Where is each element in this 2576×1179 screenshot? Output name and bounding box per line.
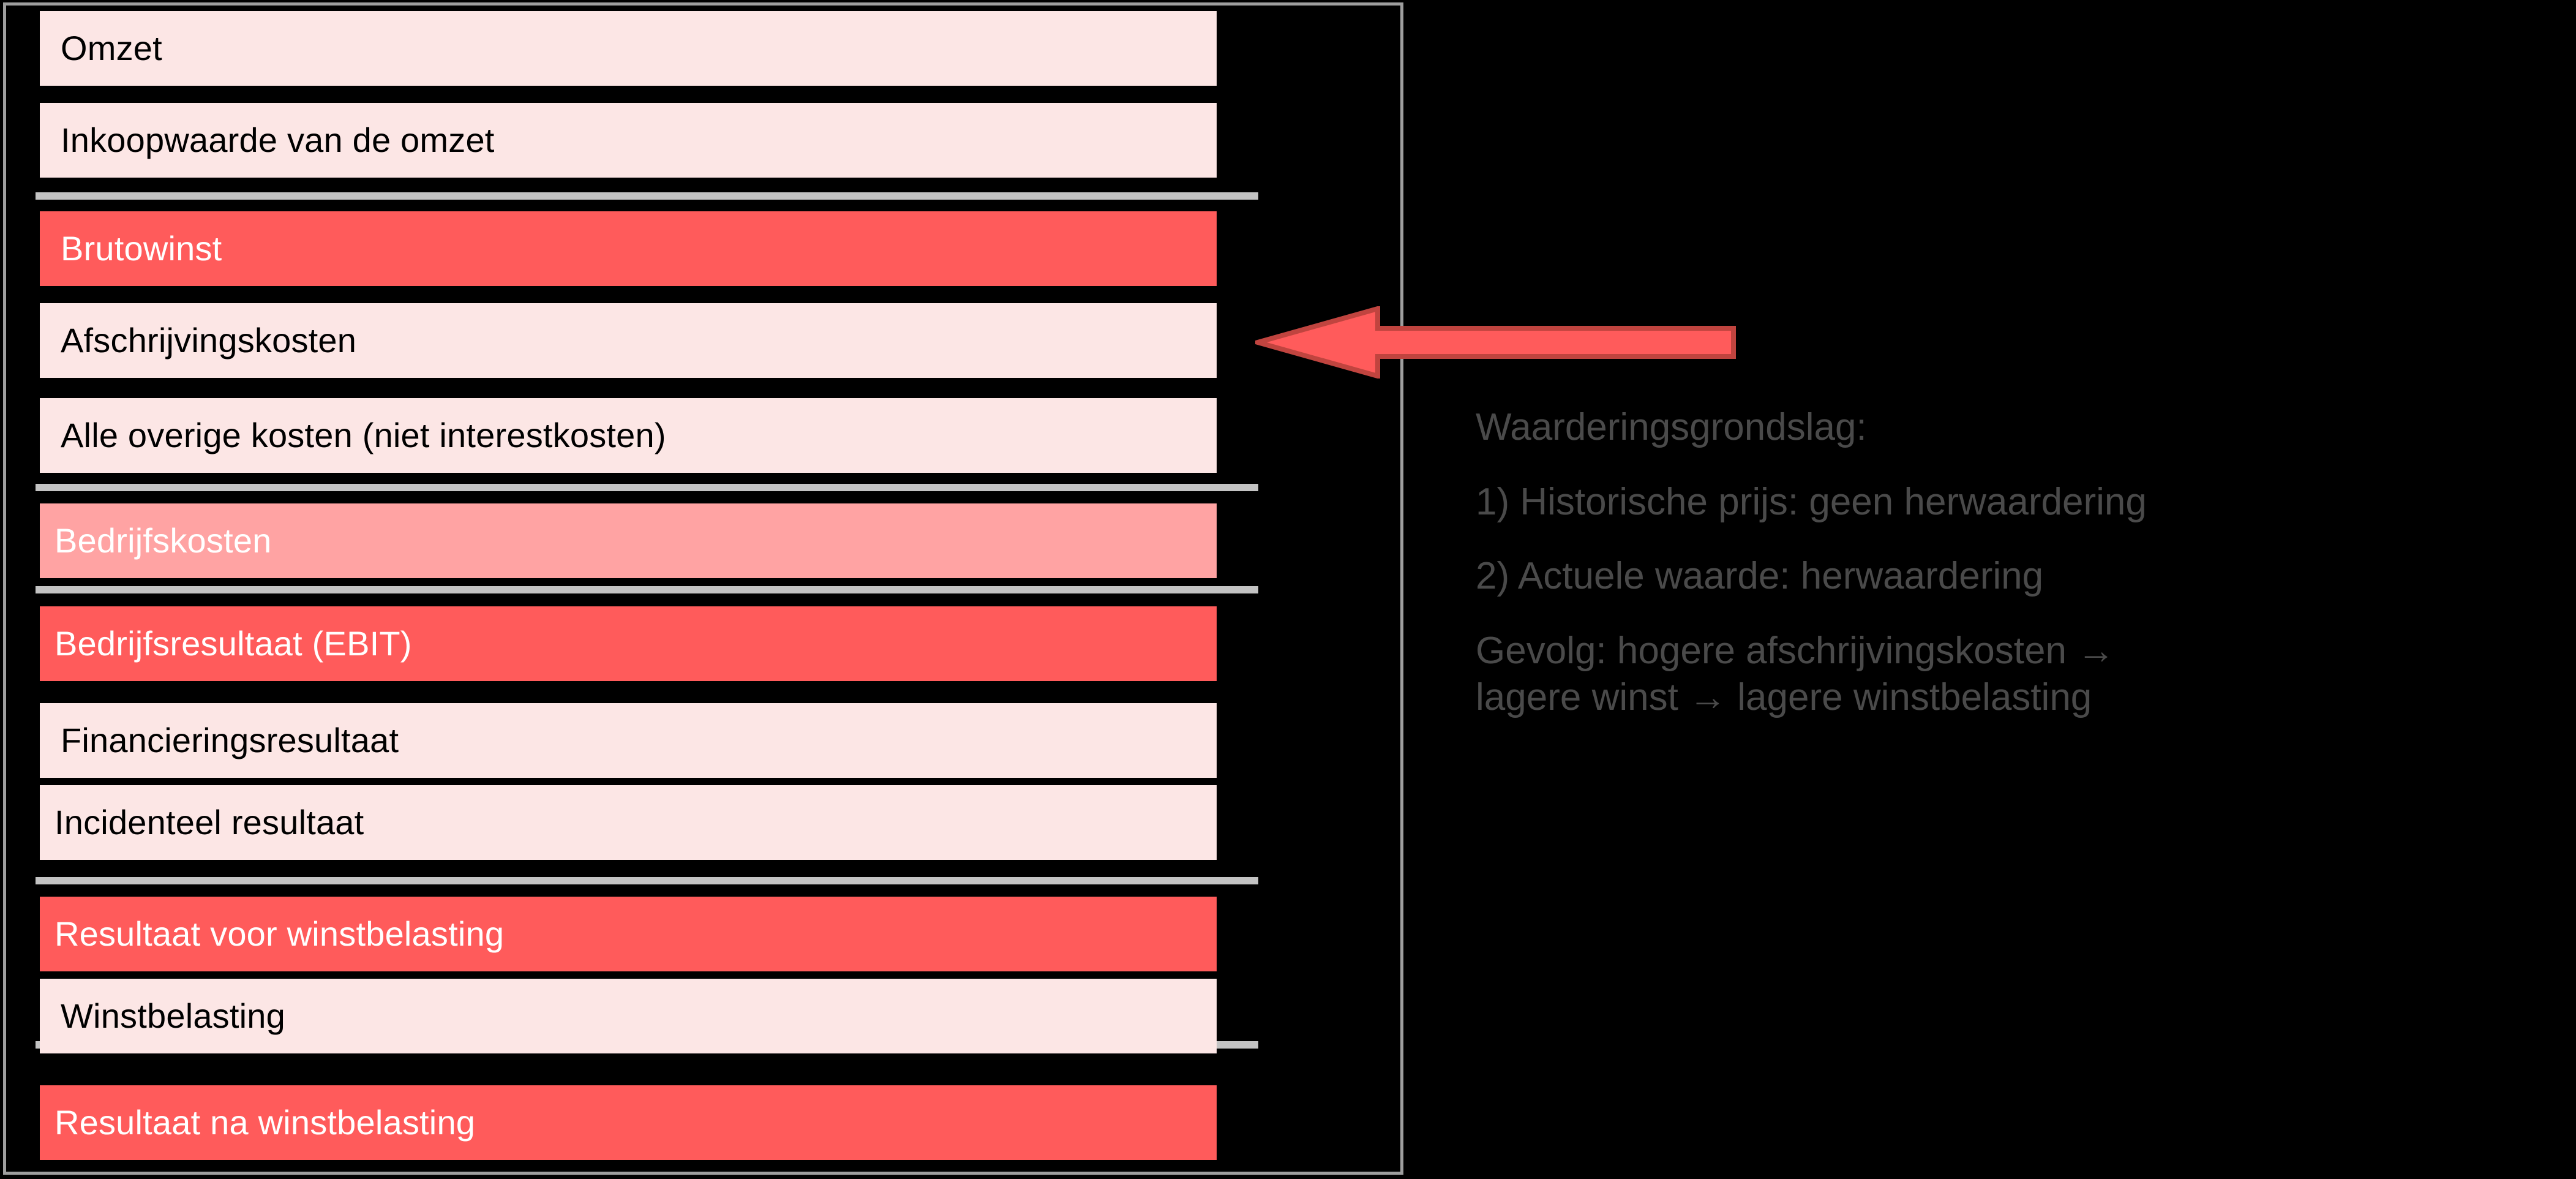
statement-row: Omzet xyxy=(40,11,1217,86)
statement-row: Bedrijfsresultaat (EBIT) xyxy=(40,606,1217,681)
statement-row: Financieringsresultaat xyxy=(40,703,1217,778)
statement-row-label: Incidenteel resultaat xyxy=(54,802,364,842)
subtotal-rule xyxy=(36,877,1258,884)
statement-row-label: Winstbelasting xyxy=(61,996,285,1035)
statement-row-label: Bedrijfskosten xyxy=(54,521,272,560)
statement-row-label: Bedrijfsresultaat (EBIT) xyxy=(54,623,412,663)
subtotal-rule xyxy=(36,192,1258,200)
statement-row: Inkoopwaarde van de omzet xyxy=(40,103,1217,178)
subtotal-rule xyxy=(36,586,1258,593)
left-pointing-arrow-icon xyxy=(1255,306,1736,379)
statement-row: Brutowinst xyxy=(40,211,1217,286)
notes-item-2: 2) Actuele waarde: herwaardering xyxy=(1476,555,2044,598)
statement-row-label: Omzet xyxy=(61,28,162,67)
statement-row: Winstbelasting xyxy=(40,979,1217,1053)
income-statement-frame xyxy=(3,2,1403,1175)
notes-conclusion: Gevolg: hogere afschrijvingskosten → lag… xyxy=(1476,629,2116,718)
notes-heading: Waarderingsgrondslag: xyxy=(1476,406,1867,448)
statement-row-label: Afschrijvingskosten xyxy=(61,320,357,360)
statement-row-label: Alle overige kosten (niet interestkosten… xyxy=(61,415,666,454)
statement-row-label: Inkoopwaarde van de omzet xyxy=(61,120,495,159)
statement-row: Bedrijfskosten xyxy=(40,503,1217,578)
statement-row-label: Brutowinst xyxy=(61,228,222,268)
notes-item-1: 1) Historische prijs: geen herwaardering xyxy=(1476,480,2147,523)
statement-row: Incidenteel resultaat xyxy=(40,785,1217,860)
statement-row: Resultaat na winstbelasting xyxy=(40,1085,1217,1160)
statement-row-label: Resultaat voor winstbelasting xyxy=(54,914,505,953)
statement-row: Resultaat voor winstbelasting xyxy=(40,897,1217,971)
notes-panel: Waarderingsgrondslag: 1) Historische pri… xyxy=(1476,404,2541,720)
statement-row: Afschrijvingskosten xyxy=(40,303,1217,378)
statement-row-label: Financieringsresultaat xyxy=(61,720,399,759)
statement-row-label: Resultaat na winstbelasting xyxy=(54,1102,476,1142)
statement-row: Alle overige kosten (niet interestkosten… xyxy=(40,398,1217,473)
subtotal-rule xyxy=(36,484,1258,491)
